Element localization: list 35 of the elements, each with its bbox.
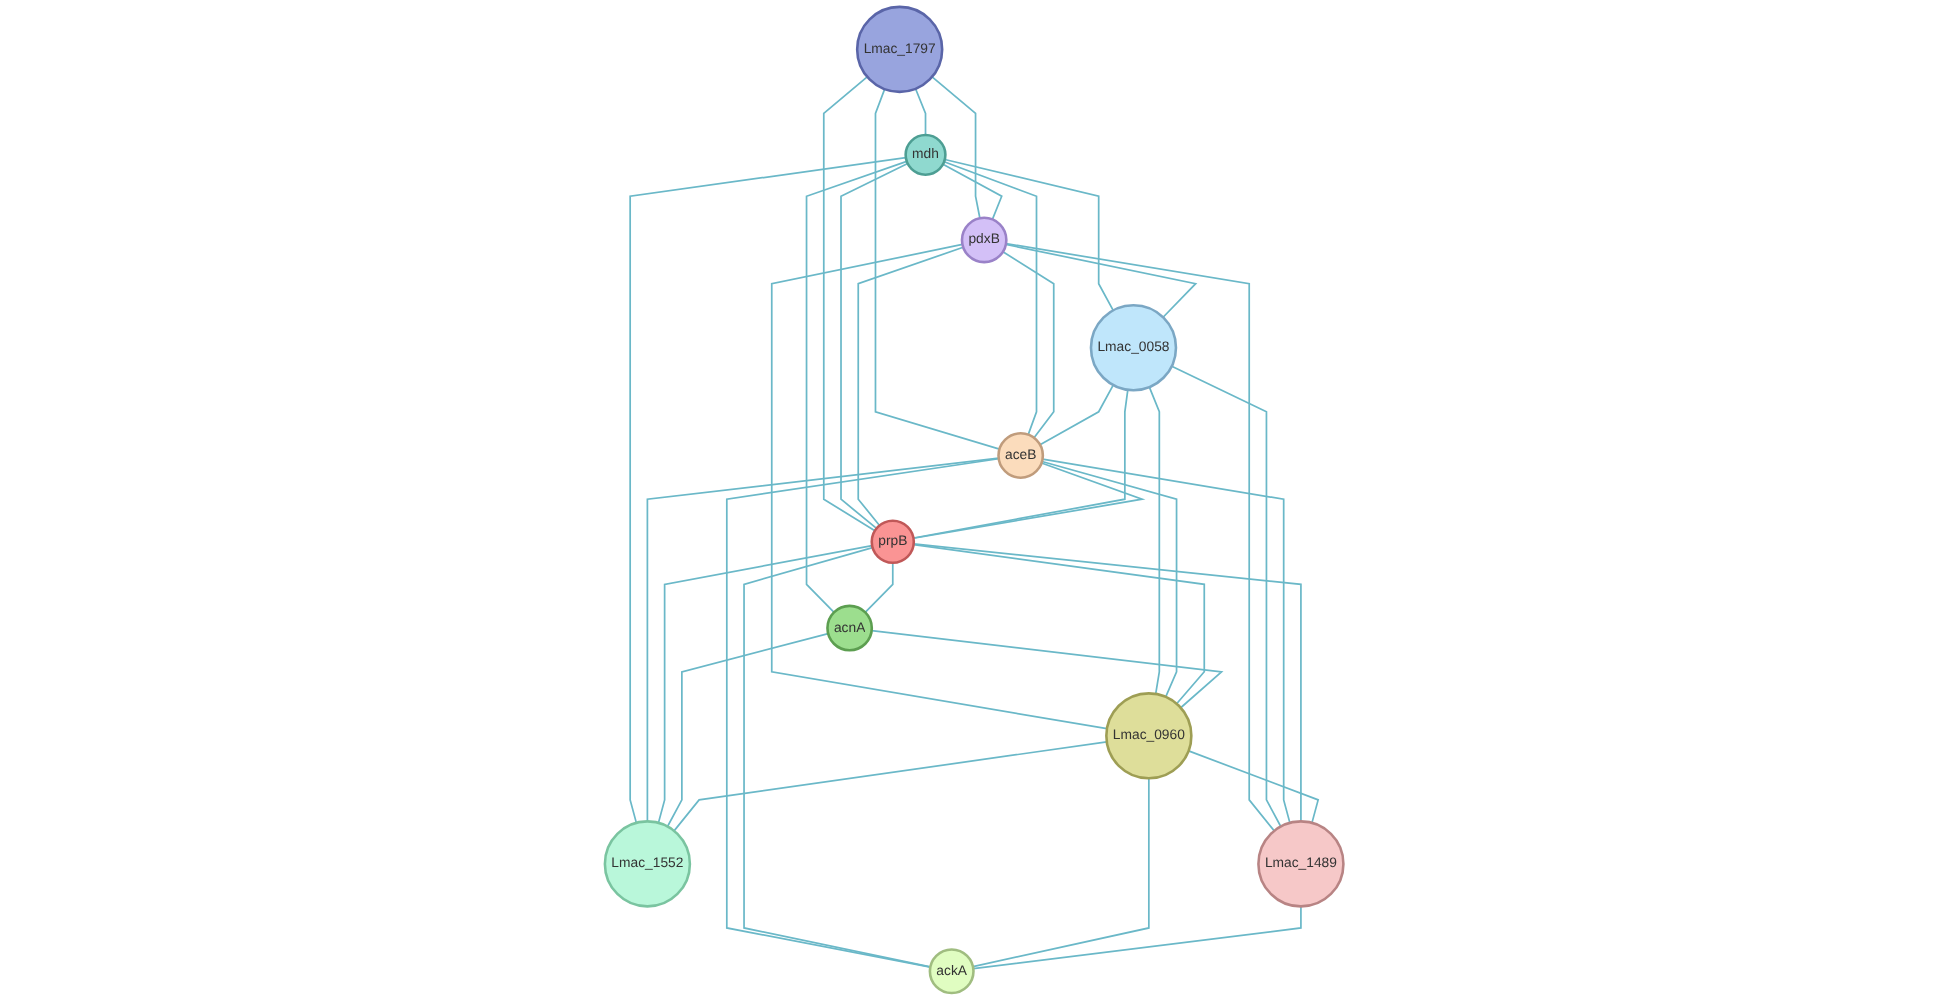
connector <box>771 243 1109 730</box>
connector <box>1005 243 1199 319</box>
connector <box>841 162 910 530</box>
connector <box>944 158 1115 312</box>
connector <box>1040 384 1115 446</box>
connector <box>973 905 1303 970</box>
connector <box>630 156 908 824</box>
connector <box>674 740 1109 832</box>
connector <box>667 632 830 828</box>
connector <box>1006 242 1276 832</box>
connector <box>865 561 895 614</box>
connector <box>823 75 877 532</box>
connector <box>942 163 1004 221</box>
connector <box>744 546 933 968</box>
connector <box>871 629 1225 709</box>
connector <box>647 457 1001 823</box>
connector <box>972 777 1151 968</box>
connector <box>658 544 874 824</box>
connector <box>726 457 1001 968</box>
connector <box>875 88 1002 450</box>
connector <box>913 389 1130 539</box>
connector <box>1002 250 1056 439</box>
connector <box>913 543 1206 705</box>
connector <box>1171 365 1283 828</box>
connector <box>944 160 1039 436</box>
connector <box>913 543 1303 823</box>
connector <box>1188 750 1321 824</box>
connector <box>915 87 928 136</box>
connector <box>858 246 965 527</box>
connector <box>913 462 1147 540</box>
connector <box>932 75 982 220</box>
connector <box>1042 458 1292 824</box>
connector <box>806 160 909 614</box>
connector <box>1042 460 1179 698</box>
connector <box>1149 386 1162 695</box>
